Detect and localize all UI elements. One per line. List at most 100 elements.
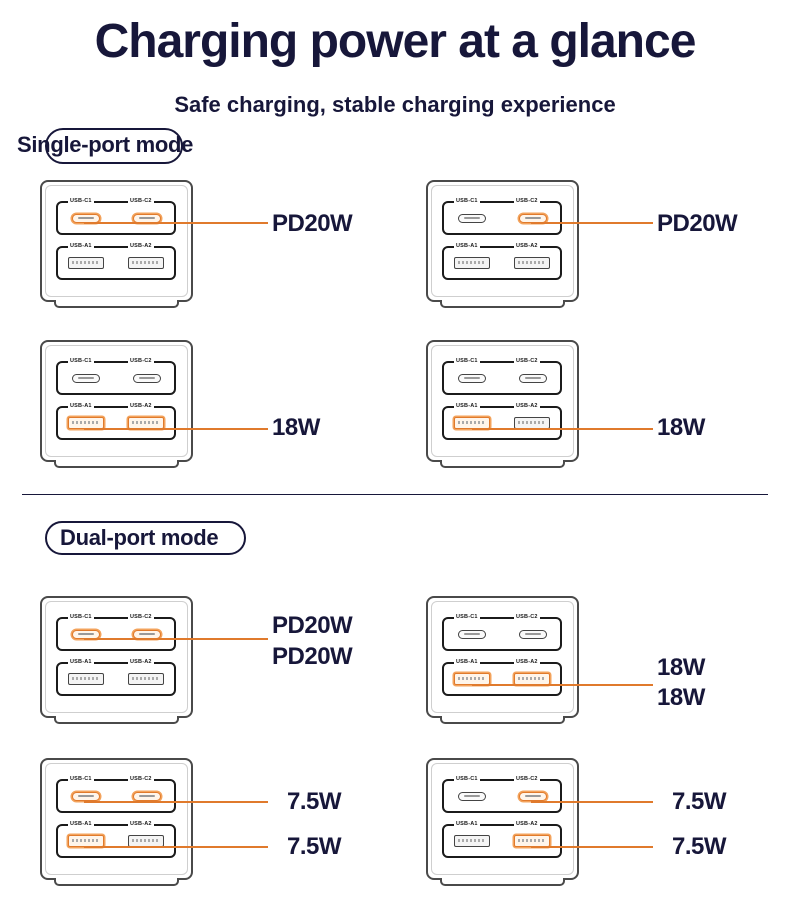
port-label-a1: USB-A1 [454,242,480,251]
usb-c2-port [519,630,547,639]
charger-foot [440,460,565,468]
port-label-a1: USB-A1 [454,820,480,829]
output-label: PD20W [657,210,738,237]
usb-c2-port [519,374,547,383]
port-label-c2: USB-C2 [128,197,154,206]
usb-a1-port [454,835,490,847]
port-label-a2: USB-A2 [128,242,154,251]
output-label: PD20W [272,643,353,670]
usb-c1-port [458,374,486,383]
port-label-a1: USB-A1 [454,658,480,667]
usb-a-group: USB-A1 USB-A2 [56,658,176,696]
port-label-a1: USB-A1 [68,658,94,667]
charger-body [40,180,193,302]
page-subtitle: Safe charging, stable charging experienc… [174,92,616,117]
output-label: 18W [657,414,705,441]
port-label-c1: USB-C1 [68,357,94,366]
output-label: 7.5W [287,788,342,815]
port-label-a2: USB-A2 [128,820,154,829]
port-label-a1: USB-A1 [454,402,480,411]
charger-dual-c2-a2: USB-C1 USB-C2 USB-A1 USB-A2 [426,758,579,888]
section-divider [22,494,768,495]
page-title: Charging power at a glance [94,15,697,68]
usb-a-group: USB-A1 USB-A2 [442,402,562,440]
usb-a-group: USB-A1 USB-A2 [56,820,176,858]
port-label-a1: USB-A1 [68,820,94,829]
usb-a-group: USB-A1 USB-A2 [442,242,562,280]
usb-c1-port [458,792,486,801]
charger-single-a2: USB-C1 USB-C2 USB-A1 USB-A2 [426,340,579,470]
port-label-c2: USB-C2 [128,613,154,622]
port-label-c2: USB-C2 [514,197,540,206]
usb-c2-port [519,792,547,801]
charger-foot [54,716,179,724]
port-label-c1: USB-C1 [68,197,94,206]
port-label-a2: USB-A2 [128,402,154,411]
leader-line [531,846,653,848]
usb-a2-port [128,673,164,685]
single-mode-pill [45,128,183,164]
charger-body [40,758,193,880]
charger-foot [440,716,565,724]
output-label: PD20W [272,612,353,639]
output-label: 7.5W [287,833,342,860]
output-label: 7.5W [672,833,727,860]
charger-foot [440,878,565,886]
charger-body [426,596,579,718]
usb-a2-port [128,257,164,269]
output-label: 18W [657,684,705,711]
usb-c-group: USB-C1 USB-C2 [442,613,562,651]
charger-body [426,180,579,302]
leader-line [531,222,653,224]
output-label: 18W [272,414,320,441]
port-label-c2: USB-C2 [514,775,540,784]
usb-a2-port [514,673,550,685]
usb-a-group: USB-A1 USB-A2 [442,658,562,696]
usb-c-group: USB-C1 USB-C2 [56,357,176,395]
usb-c1-port [458,630,486,639]
leader-line [84,801,268,803]
usb-c-group: USB-C1 USB-C2 [56,197,176,235]
dual-mode-pill [45,521,246,555]
port-label-c1: USB-C1 [68,613,94,622]
dual-mode-label: Dual-port mode [60,525,219,550]
charger-body [40,596,193,718]
usb-a1-port [68,257,104,269]
port-label-a2: USB-A2 [514,658,540,667]
leader-line [472,428,653,430]
charger-dual-c1-a1: USB-C1 USB-C2 USB-A1 USB-A2 [40,758,193,888]
port-label-c2: USB-C2 [514,613,540,622]
charger-single-a1: USB-C1 USB-C2 USB-A1 USB-A2 [40,340,193,470]
port-label-c1: USB-C1 [454,197,480,206]
port-label-c1: USB-C1 [454,613,480,622]
port-label-a2: USB-A2 [514,820,540,829]
usb-a-group: USB-A1 USB-A2 [56,402,176,440]
usb-c2-port [133,792,161,801]
usb-c1-port [72,792,100,801]
usb-c1-port [458,214,486,223]
port-label-c2: USB-C2 [128,357,154,366]
charger-foot [54,300,179,308]
leader-line [84,846,268,848]
usb-c-group: USB-C1 USB-C2 [56,775,176,813]
leader-line [84,638,268,640]
port-label-a1: USB-A1 [68,242,94,251]
charger-body [426,758,579,880]
usb-c2-port [133,374,161,383]
port-label-c1: USB-C1 [454,775,480,784]
charger-body [40,340,193,462]
usb-c-group: USB-C1 USB-C2 [442,357,562,395]
charger-foot [54,878,179,886]
usb-c1-port [72,374,100,383]
port-label-c1: USB-C1 [68,775,94,784]
port-label-a2: USB-A2 [128,658,154,667]
usb-c-group: USB-C1 USB-C2 [56,613,176,651]
leader-line [472,684,653,686]
port-label-c2: USB-C2 [128,775,154,784]
output-label: PD20W [272,210,353,237]
output-label: 7.5W [672,788,727,815]
single-mode-label: Single-port mode [17,132,194,157]
port-label-a2: USB-A2 [514,402,540,411]
usb-a1-port [68,673,104,685]
charger-single-c1: USB-C1 USB-C2 USB-A1 USB-A2 [40,180,193,310]
